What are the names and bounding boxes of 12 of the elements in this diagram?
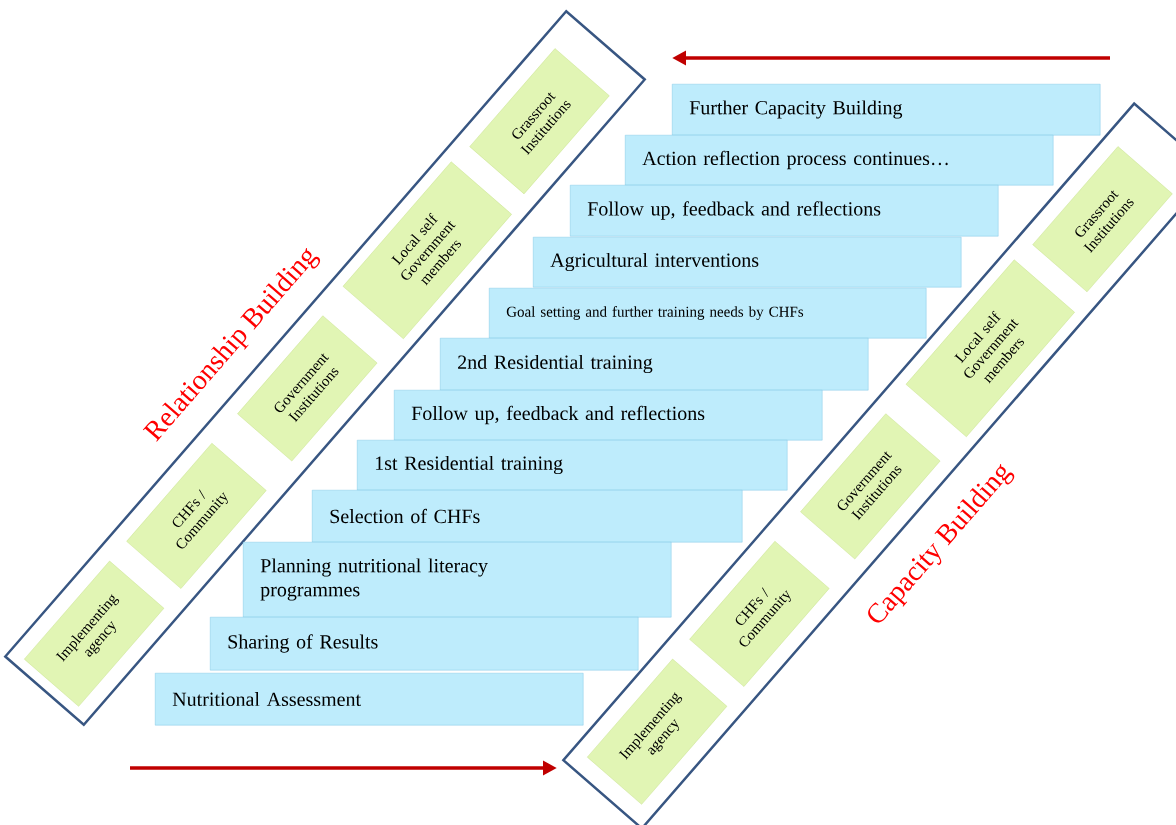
step-box: Action reflection process continues… xyxy=(625,135,1054,186)
step-box: Nutritional Assessment xyxy=(155,673,584,726)
step-box: Goal setting and further training needs by CHFs xyxy=(489,288,927,339)
step-box: Agricultural interventions xyxy=(533,237,962,288)
step-box: 2nd Residential training xyxy=(440,338,869,391)
step-box: Further Capacity Building xyxy=(672,84,1101,136)
step-box: Follow up, feedback and reflections xyxy=(394,390,823,441)
step-box: Sharing of Results xyxy=(210,617,639,671)
step-box: 1st Residential training xyxy=(357,440,788,491)
step-box: Planning nutritional literacy programmes xyxy=(243,542,672,618)
step-box: Selection of CHFs xyxy=(312,490,743,543)
step-box: Follow up, feedback and reflections xyxy=(570,185,999,237)
